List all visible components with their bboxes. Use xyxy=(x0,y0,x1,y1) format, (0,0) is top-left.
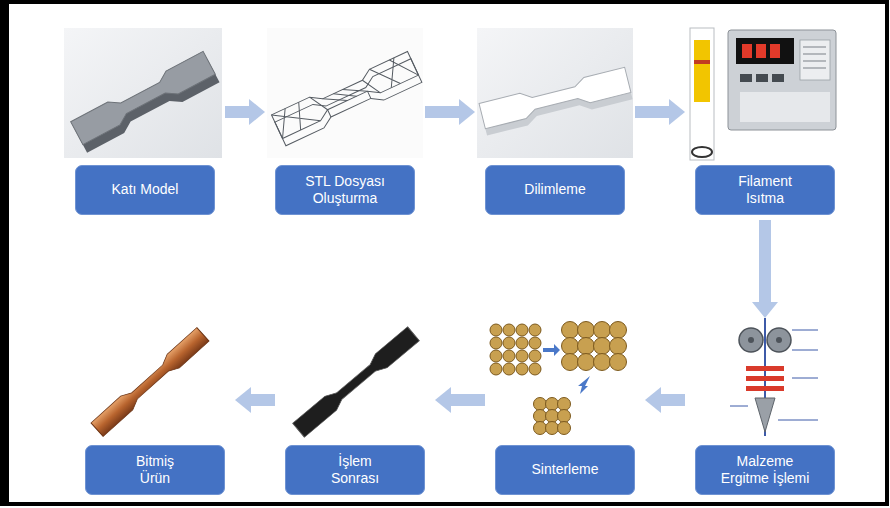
flow-arrow xyxy=(425,106,459,118)
step-label: Katı Model xyxy=(112,181,179,199)
process-box: İşlem Sonrası xyxy=(285,445,425,495)
process-step: Dilimleme xyxy=(475,25,635,220)
sintering-picture xyxy=(490,322,627,435)
flow-arrow xyxy=(225,106,249,118)
finished-part-picture xyxy=(91,328,209,437)
process-step: Katı Model xyxy=(65,25,225,220)
process-box: Katı Model xyxy=(75,165,215,215)
process-box: Bitmiş Ürün xyxy=(85,445,225,495)
extruder-picture xyxy=(730,318,818,436)
flow-arrow xyxy=(251,394,275,406)
process-step: Bitmiş Ürün xyxy=(75,318,235,500)
process-step: Sinterleme xyxy=(485,318,645,500)
process-step: Malzeme Ergitme İşlemi xyxy=(685,318,845,500)
flow-arrow xyxy=(759,220,771,302)
step-label: İşlem Sonrası xyxy=(320,453,390,488)
flow-arrow xyxy=(661,394,685,406)
flow-arrow xyxy=(451,394,485,406)
process-step: Filament Isıtma xyxy=(685,25,845,220)
process-step: İşlem Sonrası xyxy=(275,318,435,500)
step-label: Bitmiş Ürün xyxy=(123,453,187,488)
process-box: STL Dosyası Oluşturma xyxy=(275,165,415,215)
solid-model-picture xyxy=(64,28,222,158)
flow-arrow xyxy=(635,106,669,118)
process-box: Dilimleme xyxy=(485,165,625,215)
step-label: STL Dosyası Oluşturma xyxy=(295,173,395,208)
stl-wireframe-picture xyxy=(267,28,423,158)
step-label: Sinterleme xyxy=(532,461,599,479)
process-box: Sinterleme xyxy=(495,445,635,495)
post-processed-part-picture xyxy=(293,327,420,437)
filament-heater-picture xyxy=(690,28,836,160)
frame-left-bar xyxy=(2,2,9,504)
step-label: Dilimleme xyxy=(524,181,585,199)
process-box: Malzeme Ergitme İşlemi xyxy=(695,445,835,495)
process-box: Filament Isıtma xyxy=(695,165,835,215)
step-label: Malzeme Ergitme İşlemi xyxy=(715,453,815,488)
sliced-model-picture xyxy=(477,28,633,158)
process-step: STL Dosyası Oluşturma xyxy=(265,25,425,220)
step-label: Filament Isıtma xyxy=(720,173,810,208)
